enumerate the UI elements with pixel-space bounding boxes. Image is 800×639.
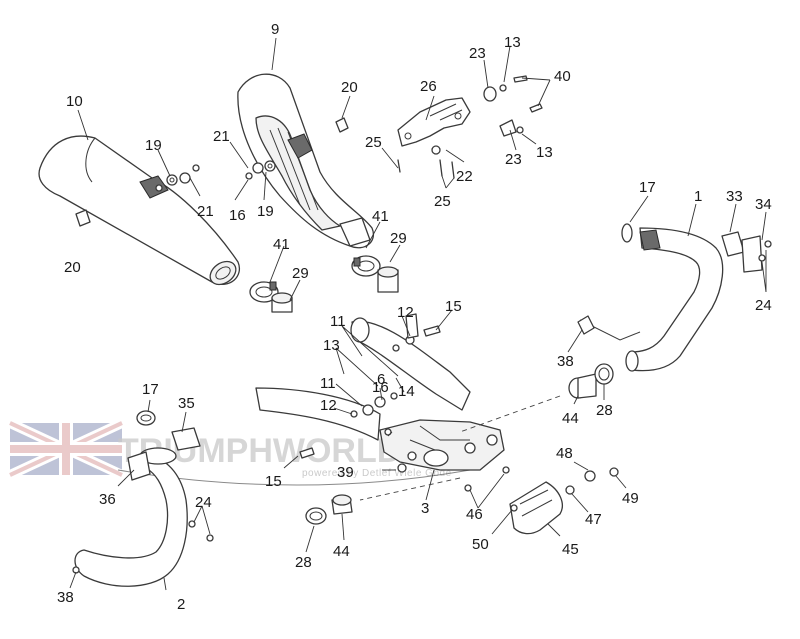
callout-25-upper: 25 bbox=[365, 134, 382, 151]
callout-15-upper: 15 bbox=[445, 298, 462, 315]
collector-box bbox=[255, 313, 505, 473]
union-flag-logo bbox=[7, 418, 125, 480]
callout-25-lower: 25 bbox=[434, 193, 451, 210]
callout-44-left: 44 bbox=[333, 543, 350, 560]
callout-14: 14 bbox=[398, 383, 415, 400]
callout-10: 10 bbox=[66, 93, 83, 110]
callout-15-lower: 15 bbox=[265, 473, 282, 490]
callout-24-left: 24 bbox=[195, 494, 212, 511]
callout-19-left: 19 bbox=[145, 137, 162, 154]
heat-shield bbox=[464, 466, 619, 535]
callout-24-right: 24 bbox=[755, 297, 772, 314]
callout-41-right: 41 bbox=[372, 208, 389, 225]
callout-45: 45 bbox=[562, 541, 579, 558]
callout-12-upper: 12 bbox=[397, 304, 414, 321]
callout-39: 39 bbox=[337, 464, 354, 481]
callout-23-top: 23 bbox=[469, 45, 486, 62]
silencer-fasteners bbox=[75, 117, 349, 227]
callout-19-right: 19 bbox=[257, 203, 274, 220]
callout-13-collector: 13 bbox=[323, 337, 340, 354]
callout-38-right: 38 bbox=[557, 353, 574, 370]
callout-21-upper: 21 bbox=[213, 128, 230, 145]
callout-44-right: 44 bbox=[562, 410, 579, 427]
callout-16-collector: 16 bbox=[372, 379, 389, 396]
callout-20-right: 20 bbox=[341, 79, 358, 96]
gasket-set-right bbox=[568, 363, 614, 399]
callout-13-top: 13 bbox=[504, 34, 521, 51]
callout-11-lower: 11 bbox=[320, 375, 336, 392]
callout-16-silencer: 16 bbox=[229, 207, 246, 224]
callout-17-left: 17 bbox=[142, 381, 159, 398]
mounting-bracket bbox=[397, 75, 543, 179]
callout-11-upper: 11 bbox=[330, 313, 346, 330]
bracket-33-34 bbox=[721, 231, 772, 273]
gasket-29-right bbox=[377, 266, 399, 293]
callout-28-left: 28 bbox=[295, 554, 312, 571]
clamp-41-left bbox=[249, 281, 279, 303]
watermark-subtext: powered by Detlef Wiele Gbde bbox=[302, 468, 452, 479]
callout-36: 36 bbox=[99, 491, 116, 508]
callout-26: 26 bbox=[420, 78, 437, 95]
callout-48: 48 bbox=[556, 445, 573, 462]
callout-33: 33 bbox=[726, 188, 743, 205]
callout-46: 46 bbox=[466, 506, 483, 523]
callout-35: 35 bbox=[178, 395, 195, 412]
right-silencer bbox=[237, 73, 375, 249]
gasket-29-left bbox=[271, 292, 293, 313]
clamp-41-right bbox=[351, 255, 381, 277]
callout-38-left: 38 bbox=[57, 589, 74, 606]
callout-17-right: 17 bbox=[639, 179, 656, 196]
callout-labels: 1 2 3 6 9 10 11 11 12 12 13 13 13 14 15 … bbox=[57, 21, 772, 613]
callout-34: 34 bbox=[755, 196, 772, 213]
left-silencer bbox=[38, 135, 240, 286]
callout-29-left: 29 bbox=[292, 265, 309, 282]
callout-41-left: 41 bbox=[273, 236, 290, 253]
header-pipe-left bbox=[72, 410, 214, 587]
leader-lines bbox=[69, 37, 767, 591]
gasket-set-left bbox=[305, 494, 353, 525]
callout-47: 47 bbox=[585, 511, 602, 528]
flag-cross-red bbox=[10, 423, 122, 475]
callout-21-left: 21 bbox=[197, 203, 214, 220]
callout-22: 22 bbox=[456, 168, 473, 185]
callout-29-right: 29 bbox=[390, 230, 407, 247]
callout-1: 1 bbox=[694, 188, 702, 205]
callout-13-bracket: 13 bbox=[536, 144, 553, 161]
callout-12-lower: 12 bbox=[320, 397, 337, 414]
callout-23-bracket: 23 bbox=[505, 151, 522, 168]
callout-6: 6 bbox=[377, 371, 385, 388]
callout-20-left: 20 bbox=[64, 259, 81, 276]
callout-2: 2 bbox=[177, 596, 185, 613]
callout-40: 40 bbox=[554, 68, 571, 85]
callout-49: 49 bbox=[622, 490, 639, 507]
callout-50: 50 bbox=[472, 536, 489, 553]
callout-28-right: 28 bbox=[596, 402, 613, 419]
header-pipe-right bbox=[577, 223, 724, 372]
callout-9: 9 bbox=[271, 21, 279, 38]
callout-3: 3 bbox=[421, 500, 429, 517]
alignment-lines bbox=[359, 395, 561, 501]
